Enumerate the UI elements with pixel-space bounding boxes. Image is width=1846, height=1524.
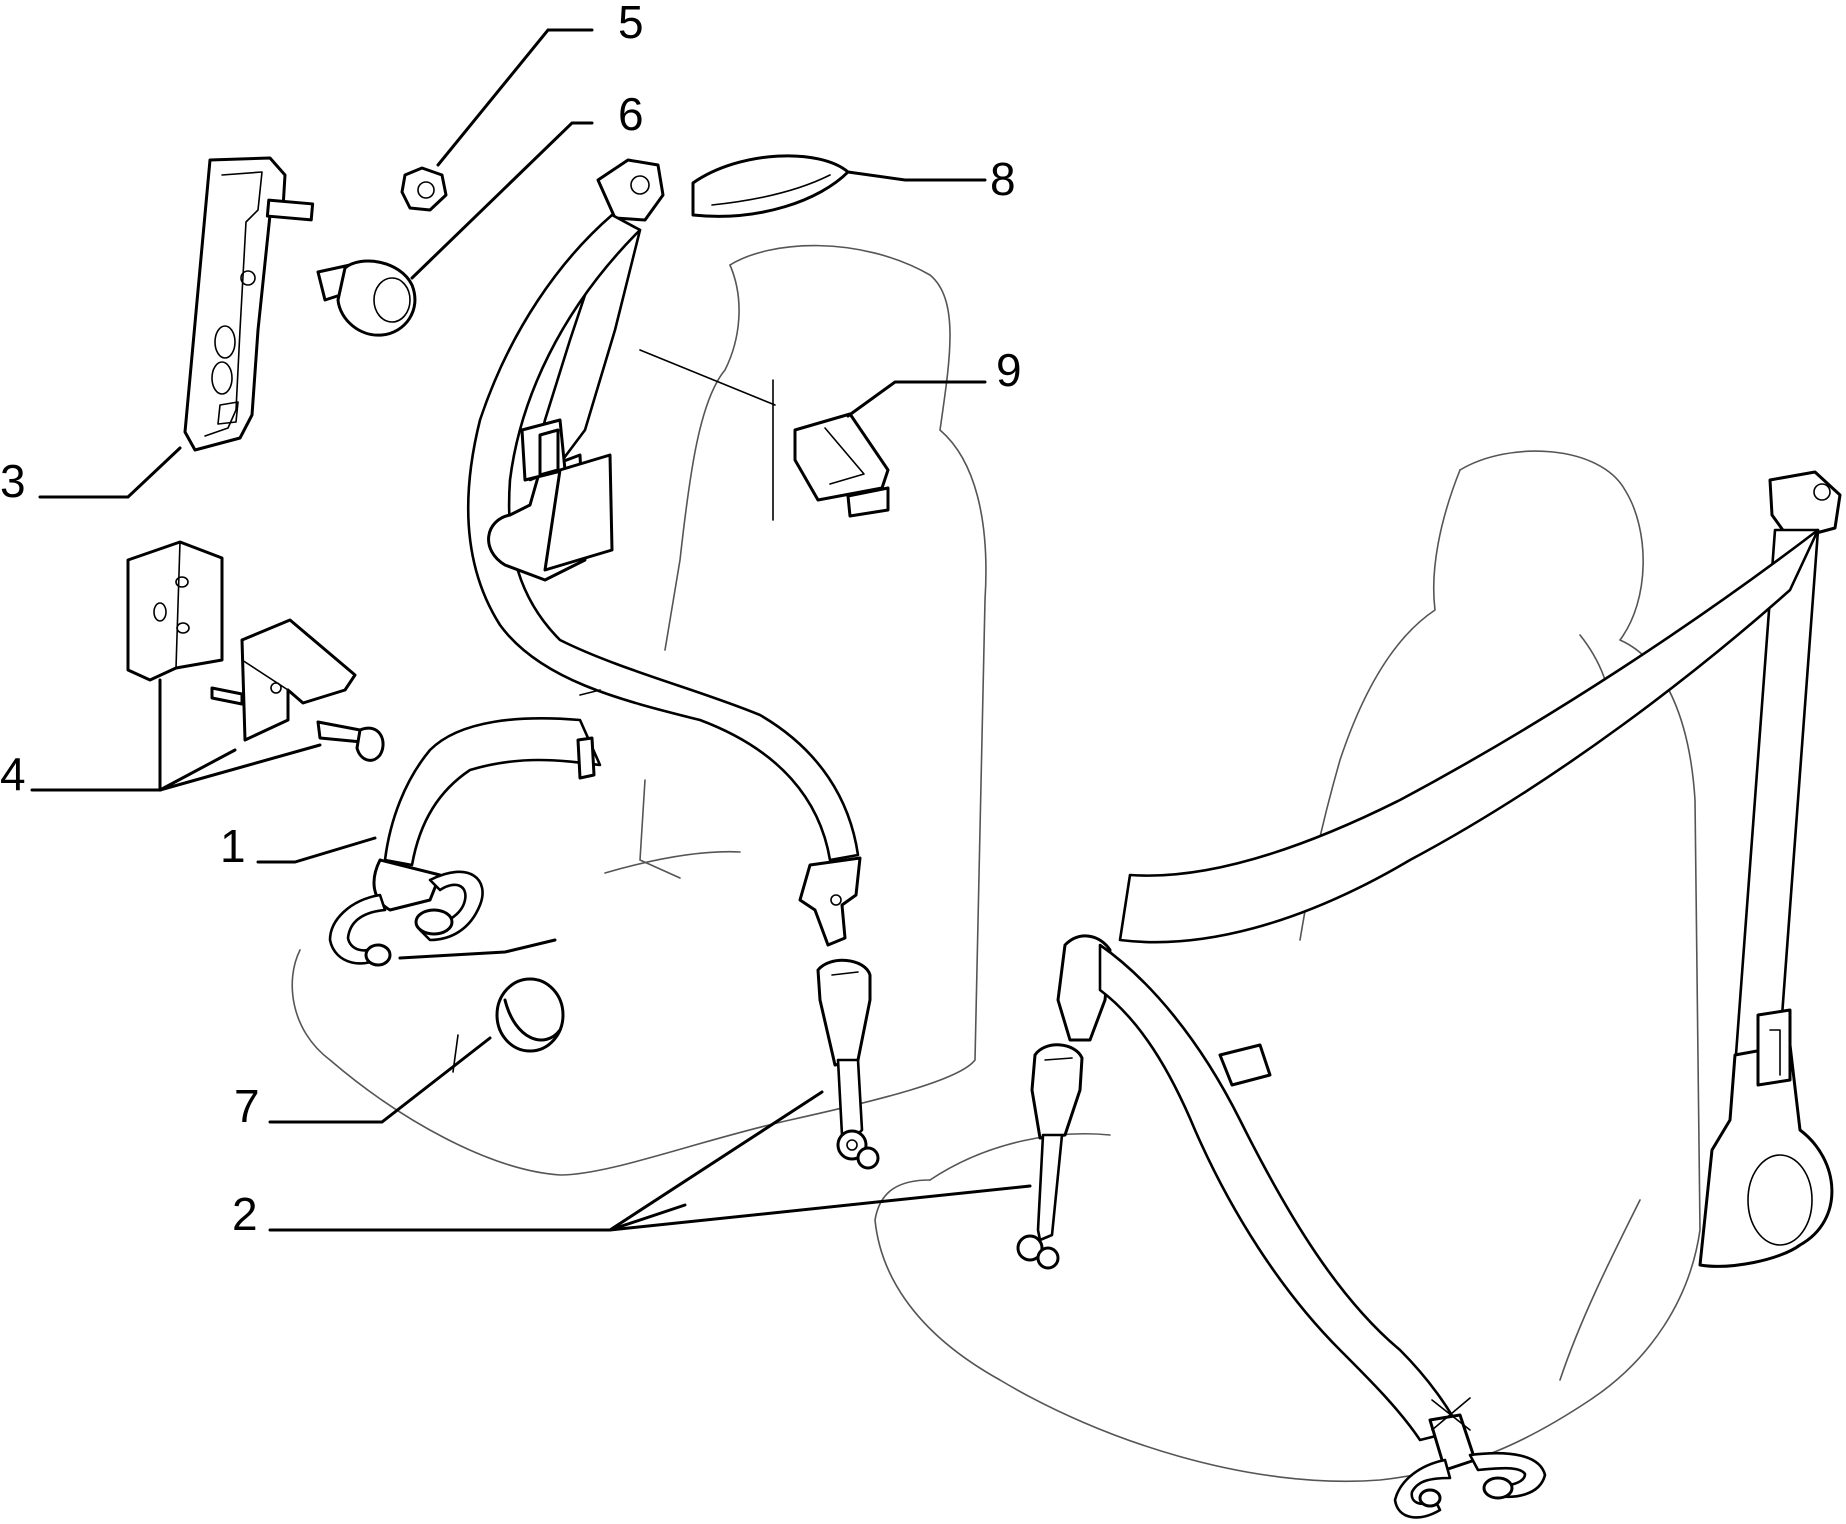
rear-belt-assembly	[1056, 470, 1842, 1519]
left-seat-outline	[291, 244, 987, 1176]
part-9-belt-guide	[793, 412, 890, 518]
part-4-bracket-kit	[126, 540, 385, 762]
callout-8: 8	[990, 153, 1016, 205]
part-2-buckle-right	[1016, 1043, 1084, 1270]
leader-lines	[30, 28, 1032, 1232]
callout-5: 5	[618, 0, 644, 48]
part-6-spacer	[316, 259, 417, 337]
callout-9: 9	[996, 344, 1022, 396]
part-2-buckle-left	[816, 958, 880, 1170]
callout-3: 3	[0, 455, 26, 507]
callout-6: 6	[618, 88, 644, 140]
right-seat-outline	[874, 450, 1701, 1483]
part-8-trim-cover	[691, 154, 850, 218]
callout-2: 2	[232, 1188, 258, 1240]
part-5-nut	[400, 166, 448, 212]
callout-7: 7	[234, 1080, 260, 1132]
part-7-cap	[452, 977, 565, 1073]
part-1-front-belt-assembly	[328, 158, 862, 967]
callout-1: 1	[220, 820, 246, 872]
part-3-anchor-bracket	[183, 156, 315, 452]
callout-numbers: 1 2 3 4 5 6 7 8 9	[0, 0, 1022, 1240]
callout-4: 4	[0, 748, 26, 800]
